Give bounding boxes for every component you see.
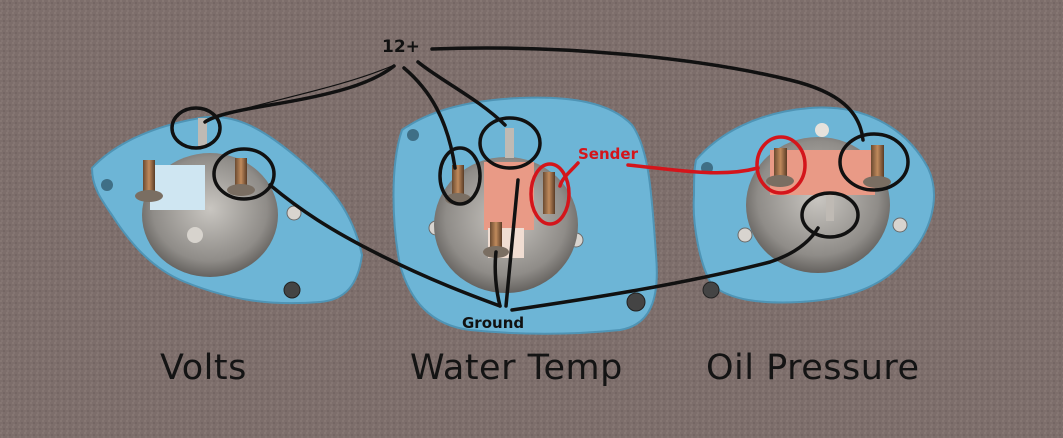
oil-pressure-sender-circle [755, 135, 807, 195]
water-temp-gauge-power-circle [478, 116, 542, 170]
sender-label: Sender [578, 145, 638, 163]
power-label: 12+ [382, 37, 420, 57]
oil-pressure-gauge [692, 106, 935, 304]
volts-caption: Volts [160, 348, 247, 388]
power-wire-markings [170, 46, 910, 206]
ground-wire-markings [212, 147, 860, 312]
oil-pressure-caption: Oil Pressure [706, 348, 920, 388]
water-temp-sender-circle [529, 162, 571, 226]
volts-terminal-strip [150, 165, 205, 210]
water-temp-caption: Water Temp [410, 348, 623, 388]
volts-power-circle [170, 106, 222, 150]
oil-pressure-ground-circle [800, 191, 860, 239]
ground-label: Ground [462, 314, 525, 332]
water-temp-gauge [392, 96, 658, 335]
water-temp-label-strip [484, 162, 534, 230]
sender-wire-markings [529, 135, 807, 226]
volts-gauge [90, 115, 364, 305]
oil-pressure-power-circle [838, 132, 910, 192]
volts-ground-circle [212, 147, 276, 201]
water-temp-power-circle [438, 146, 482, 206]
